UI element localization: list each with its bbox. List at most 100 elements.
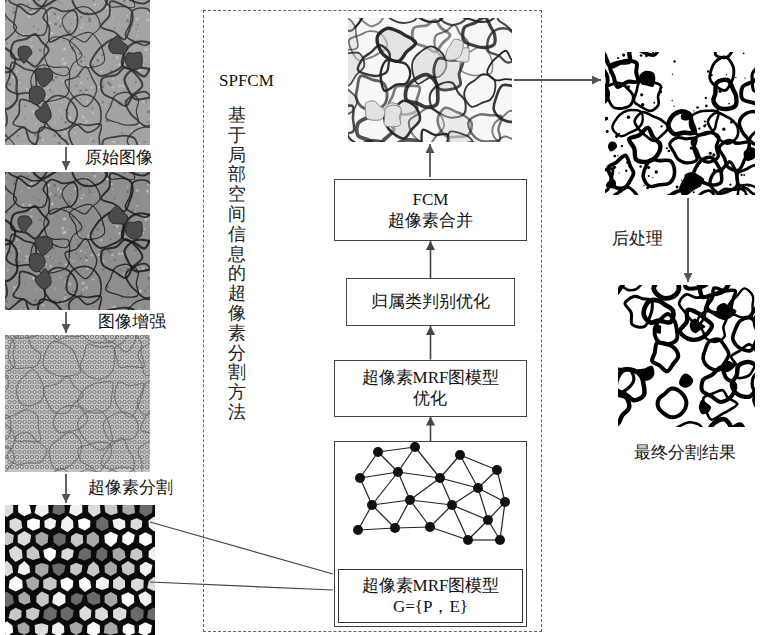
method-container: SPFCM基于局部空间信息的超像素分割方法超像素MRF图模型 G={P，E}超像…	[203, 10, 542, 632]
flow-arrow	[65, 312, 67, 333]
illustration-mark	[58, 370, 61, 373]
illustration-mark	[18, 340, 21, 343]
illustration-mark	[61, 58, 64, 61]
illustration-mark	[104, 532, 118, 547]
illustration-mark	[699, 400, 711, 414]
illustration-mark	[23, 390, 26, 393]
illustration-mark	[372, 500, 410, 505]
illustration-mark	[17, 35, 19, 37]
illustration-mark	[78, 381, 114, 413]
flow-arrow	[514, 79, 601, 81]
illustration-mark	[100, 445, 103, 448]
illustration-mark	[30, 455, 33, 458]
illustration-mark	[673, 106, 674, 107]
illustration-mark	[100, 385, 103, 388]
illustration-mark	[20, 143, 22, 145]
flow-arrow	[430, 326, 432, 360]
illustration-mark	[53, 460, 56, 463]
illustration-mark	[26, 576, 39, 590]
illustration-mark	[695, 140, 698, 143]
illustration-mark	[123, 0, 126, 2]
illustration-mark	[495, 535, 505, 545]
process-label: 归属类判别优化	[371, 291, 490, 312]
illustration-mark	[15, 455, 18, 458]
illustration-mark	[0, 367, 8, 402]
illustration-mark	[96, 59, 99, 62]
illustration-mark	[40, 468, 74, 507]
illustration-mark	[122, 85, 124, 87]
illustration-mark	[27, 546, 40, 560]
illustration-mark	[63, 380, 66, 383]
illustration-mark	[20, 405, 23, 408]
illustration-mark	[96, 577, 109, 590]
enhanced-image	[0, 141, 168, 341]
illustration-mark	[30, 0, 71, 7]
illustration-mark	[115, 455, 118, 458]
illustration-mark	[93, 390, 96, 393]
illustration-mark	[741, 79, 760, 105]
illustration-mark	[82, 289, 84, 291]
illustration-mark	[60, 175, 61, 176]
illustration-mark	[95, 355, 98, 358]
illustration-mark	[98, 430, 101, 433]
illustration-mark	[63, 420, 66, 423]
illustration-mark	[78, 548, 91, 561]
illustration-mark	[578, 80, 608, 103]
illustration-mark	[128, 380, 131, 383]
illustration-mark	[76, 70, 78, 72]
illustration-mark	[104, 622, 118, 635]
illustration-mark	[13, 286, 16, 289]
illustration-mark	[410, 442, 420, 452]
illustration-mark	[33, 350, 36, 353]
illustration-mark	[40, 465, 43, 468]
illustration-mark	[85, 286, 88, 289]
illustration-mark	[79, 89, 82, 92]
illustration-mark	[63, 460, 66, 463]
illustration-mark	[68, 360, 71, 363]
illustration-mark	[128, 390, 131, 393]
illustration-mark	[43, 548, 56, 562]
illustration-mark	[641, 103, 645, 107]
illustration-mark	[30, 385, 33, 388]
illustration-mark	[20, 455, 23, 458]
illustration-mark	[597, 394, 629, 425]
illustration-mark	[35, 385, 38, 388]
illustration-mark	[492, 111, 522, 146]
illustration-mark	[703, 125, 706, 128]
illustration-mark	[85, 89, 88, 92]
illustration-mark	[95, 415, 98, 418]
illustration-mark	[93, 460, 96, 463]
illustration-mark	[646, 187, 649, 190]
illustration-mark	[114, 227, 115, 228]
illustration-mark	[326, 127, 359, 165]
illustration-mark	[713, 169, 716, 172]
illustration-mark	[5, 189, 7, 191]
illustration-mark	[55, 365, 58, 368]
illustration-mark	[85, 425, 88, 428]
illustration-mark	[4, 191, 6, 193]
illustration-mark	[35, 455, 38, 458]
illustration-mark	[38, 142, 39, 143]
illustration-mark	[6, 42, 8, 44]
illustration-mark	[8, 410, 11, 413]
illustration-mark	[80, 197, 83, 200]
illustration-mark	[50, 265, 53, 268]
illustration-mark	[63, 400, 66, 403]
illustration-mark	[9, 546, 23, 562]
illustration-mark	[133, 360, 136, 363]
illustration-mark	[147, 608, 161, 621]
illustration-mark	[100, 405, 103, 408]
illustration-mark	[124, 240, 157, 272]
illustration-mark	[36, 123, 38, 125]
illustration-mark	[635, 64, 637, 66]
illustration-mark	[681, 179, 682, 180]
illustration-mark	[121, 132, 123, 134]
illustration-mark	[18, 592, 30, 605]
illustration-mark	[355, 473, 365, 483]
illustration-mark	[645, 54, 648, 57]
illustration-mark	[95, 385, 98, 388]
illustration-mark	[121, 137, 122, 138]
illustration-mark	[711, 74, 713, 76]
flow-arrow	[65, 147, 67, 170]
illustration-mark	[123, 400, 126, 403]
